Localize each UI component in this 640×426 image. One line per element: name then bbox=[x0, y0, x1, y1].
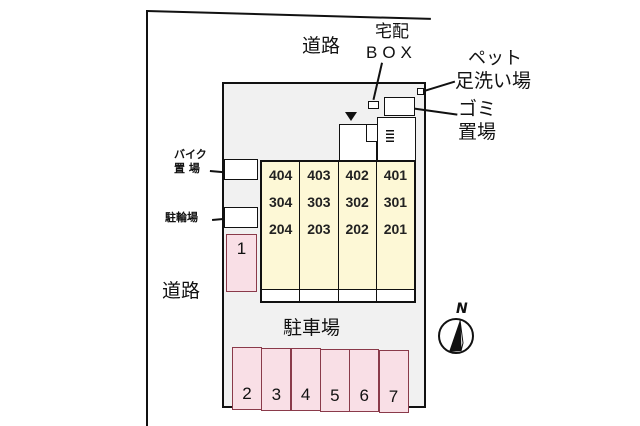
unit-301: 301 bbox=[383, 194, 408, 210]
parking-space-6: 6 bbox=[349, 349, 380, 413]
staircase bbox=[377, 117, 416, 162]
pet-wash-label: ペット bbox=[468, 48, 522, 69]
unit-202: 202 bbox=[345, 221, 369, 237]
unit-column: 401 301 201 bbox=[376, 162, 414, 301]
garbage-label: ゴミ bbox=[458, 98, 497, 120]
bike-parking-label-2: 置 場 bbox=[174, 162, 200, 175]
bicycle-parking bbox=[224, 207, 258, 228]
unit-204: 204 bbox=[268, 221, 293, 237]
parking-space-4: 4 bbox=[290, 348, 321, 412]
unit-column: 404 304 204 bbox=[262, 162, 301, 301]
parking-lot-label: 駐車場 bbox=[283, 317, 341, 339]
unit-303: 303 bbox=[307, 194, 331, 210]
delivery-box-label: 宅配 bbox=[375, 22, 409, 42]
entrance-arrow-icon bbox=[345, 112, 357, 121]
road-top-label: 道路 bbox=[302, 35, 341, 57]
parking-space-7: 7 bbox=[378, 350, 409, 413]
bicycle-parking-label: 駐輪場 bbox=[165, 211, 198, 224]
pet-wash-station bbox=[417, 88, 424, 95]
road-boundary-left bbox=[146, 10, 148, 426]
parking-space-2: 2 bbox=[232, 347, 262, 410]
north-label: N bbox=[456, 301, 468, 317]
unit-201: 201 bbox=[383, 221, 408, 237]
garbage-label-2: 置場 bbox=[458, 121, 497, 143]
compass-icon bbox=[438, 318, 474, 354]
unit-403: 403 bbox=[307, 167, 331, 183]
leader-pet bbox=[424, 80, 456, 92]
bike-parking bbox=[224, 159, 258, 180]
unit-column: 403 303 203 bbox=[300, 162, 339, 301]
bike-parking-label: バイク bbox=[174, 148, 207, 161]
apartment-units: 404 304 204 403 303 203 402 302 202 401 301 201 bbox=[260, 160, 416, 303]
parking-space-1: 1 bbox=[226, 234, 257, 292]
road-boundary-top bbox=[146, 10, 431, 20]
unit-304: 304 bbox=[268, 194, 293, 210]
delivery-box-label-2: BOX bbox=[366, 43, 417, 62]
unit-302: 302 bbox=[345, 194, 369, 210]
stair-steps bbox=[386, 130, 394, 144]
pet-wash-label-2: 足洗い場 bbox=[455, 70, 532, 92]
unit-401: 401 bbox=[383, 167, 408, 183]
parking-space-5: 5 bbox=[319, 348, 350, 412]
unit-column: 402 302 202 bbox=[338, 162, 377, 301]
road-left-label: 道路 bbox=[162, 280, 201, 302]
unit-402: 402 bbox=[345, 167, 369, 183]
delivery-box bbox=[368, 101, 379, 109]
garbage-area bbox=[384, 97, 415, 116]
unit-404: 404 bbox=[268, 167, 293, 183]
parking-space-3: 3 bbox=[261, 347, 292, 411]
unit-203: 203 bbox=[307, 221, 331, 237]
